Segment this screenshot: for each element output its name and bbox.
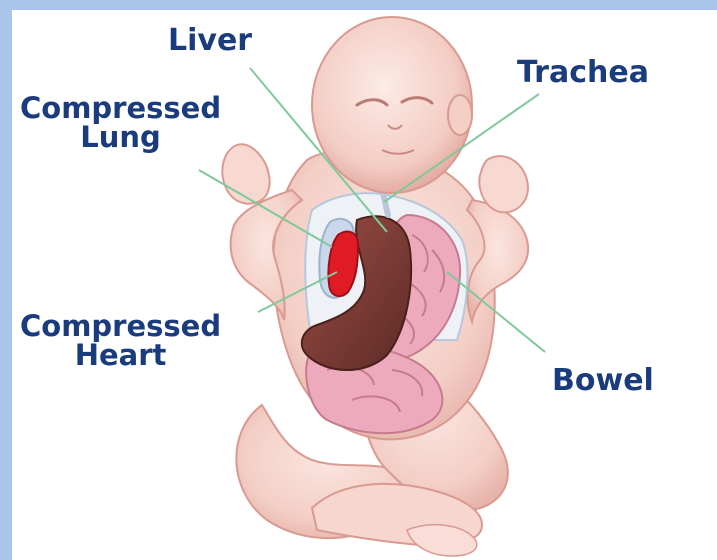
label-heart-line1: Compressed [20,312,221,341]
head [312,17,472,193]
label-heart-line2: Heart [20,341,221,370]
label-trachea: Trachea [517,58,649,88]
label-liver: Liver [168,26,252,56]
label-compressed-heart: Compressed Heart [20,312,221,370]
label-compressed-lung: Compressed Lung [20,94,221,152]
label-lung-line1: Compressed [20,94,221,123]
label-lung-line2: Lung [20,123,221,152]
diagram-panel: Liver Trachea Compressed Lung Compressed… [12,10,717,560]
label-bowel: Bowel [552,366,654,396]
